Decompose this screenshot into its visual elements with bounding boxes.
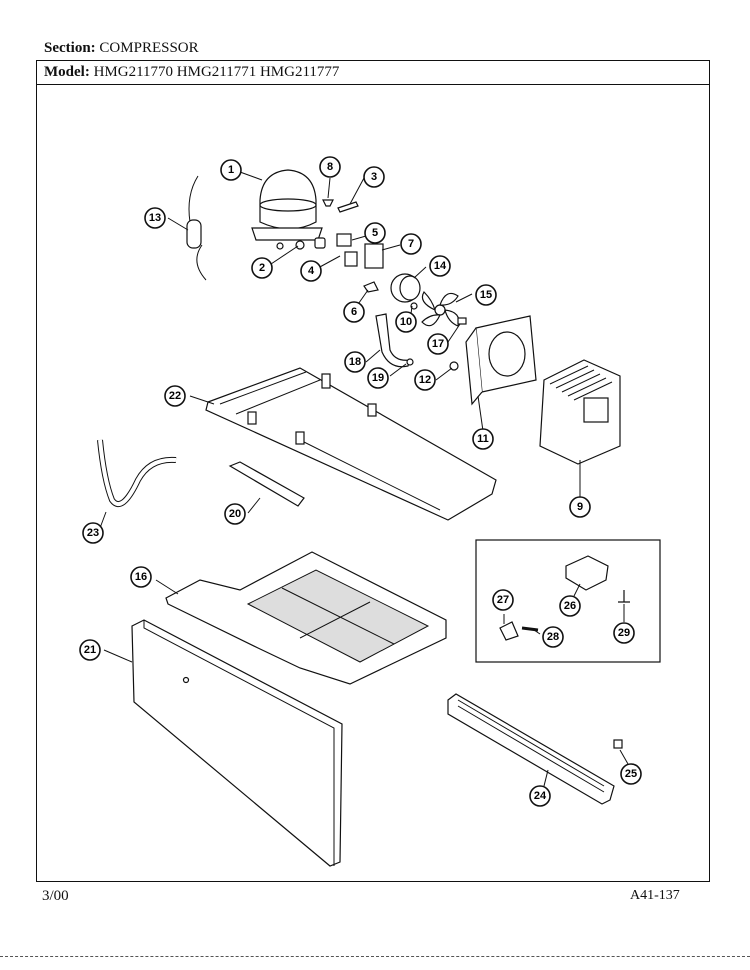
callout-7: 7 xyxy=(400,233,422,255)
svg-text:7: 7 xyxy=(408,238,414,250)
grommet-drawing xyxy=(314,237,326,249)
svg-text:14: 14 xyxy=(434,260,447,272)
callout-24: 24 xyxy=(529,785,551,807)
svg-text:26: 26 xyxy=(564,600,576,612)
callout-21: 21 xyxy=(79,639,101,661)
svg-text:19: 19 xyxy=(372,372,384,384)
svg-text:11: 11 xyxy=(477,433,489,445)
callout-16: 16 xyxy=(130,566,152,588)
svg-text:1: 1 xyxy=(228,164,234,176)
condenser-drawing xyxy=(539,359,621,465)
svg-text:29: 29 xyxy=(618,627,630,639)
inset-box xyxy=(475,539,661,663)
callout-14: 14 xyxy=(429,255,451,277)
defrost-timer-drawing xyxy=(565,555,609,591)
svg-text:12: 12 xyxy=(419,374,431,386)
svg-text:17: 17 xyxy=(432,338,444,350)
fan-motor-drawing xyxy=(390,273,421,303)
callout-11: 11 xyxy=(472,428,494,450)
compressor-drawing xyxy=(251,169,323,250)
cord-bushing-drawing xyxy=(499,621,519,641)
svg-text:16: 16 xyxy=(135,571,147,583)
callout-22: 22 xyxy=(164,385,186,407)
svg-text:10: 10 xyxy=(400,316,412,328)
svg-text:21: 21 xyxy=(84,644,96,656)
clip-drawing xyxy=(337,201,359,213)
bracket-drawing xyxy=(363,281,379,293)
callout-17: 17 xyxy=(427,333,449,355)
svg-text:9: 9 xyxy=(577,501,583,513)
callout-23: 23 xyxy=(82,522,104,544)
toe-grille-drawing xyxy=(131,619,343,867)
callout-26: 26 xyxy=(559,595,581,617)
fan-blade-drawing xyxy=(421,291,460,327)
svg-text:20: 20 xyxy=(229,508,241,520)
clamp-drawing xyxy=(457,317,467,325)
channel-drawing xyxy=(228,461,305,507)
svg-text:4: 4 xyxy=(308,265,315,277)
callout-9: 9 xyxy=(569,496,591,518)
svg-text:25: 25 xyxy=(625,768,637,780)
grille-clip-drawing xyxy=(613,739,623,749)
base-plate-drawing xyxy=(205,367,497,521)
vent-grille-drawing xyxy=(447,693,615,805)
bottom-rule xyxy=(0,956,750,957)
callout-2: 2 xyxy=(251,257,273,279)
svg-text:24: 24 xyxy=(534,790,547,802)
svg-text:27: 27 xyxy=(497,594,509,606)
svg-text:28: 28 xyxy=(547,631,559,643)
terminal-cover-drawing xyxy=(344,251,358,267)
svg-text:5: 5 xyxy=(372,227,378,239)
model-value: HMG211770 HMG211771 HMG211777 xyxy=(93,64,340,80)
section-heading: Section: COMPRESSOR xyxy=(44,40,199,57)
callout-18: 18 xyxy=(344,351,366,373)
overload-drawing xyxy=(336,233,352,247)
svg-text:18: 18 xyxy=(349,356,361,368)
callout-28: 28 xyxy=(542,626,564,648)
leveling-screw-drawing xyxy=(618,590,630,603)
leader-lines xyxy=(99,171,629,787)
svg-text:22: 22 xyxy=(169,390,181,402)
callout-20: 20 xyxy=(224,503,246,525)
callout-3: 3 xyxy=(363,166,385,188)
callout-5: 5 xyxy=(364,222,386,244)
callout-4: 4 xyxy=(300,260,322,282)
screw-drawing-2 xyxy=(521,626,539,632)
page-code: A41-137 xyxy=(630,888,680,903)
svg-text:6: 6 xyxy=(351,306,357,318)
callout-8: 8 xyxy=(319,156,341,178)
svg-text:13: 13 xyxy=(149,212,161,224)
callout-27: 27 xyxy=(492,589,514,611)
callout-12: 12 xyxy=(414,369,436,391)
callout-1: 1 xyxy=(220,159,242,181)
callout-29: 29 xyxy=(613,622,635,644)
svg-text:3: 3 xyxy=(371,171,377,183)
section-value: COMPRESSOR xyxy=(99,40,199,56)
model-heading: Model: HMG211770 HMG211771 HMG211777 xyxy=(44,64,339,81)
svg-text:15: 15 xyxy=(480,289,492,301)
model-label: Model: xyxy=(44,64,90,80)
section-label: Section: xyxy=(44,40,96,56)
screw-drawing xyxy=(406,358,414,366)
callout-25: 25 xyxy=(620,763,642,785)
nut-drawing xyxy=(410,302,418,310)
svg-text:8: 8 xyxy=(327,161,333,173)
callout-13: 13 xyxy=(144,207,166,229)
callout-6: 6 xyxy=(343,301,365,323)
fan-shroud-drawing xyxy=(465,315,537,406)
callout-15: 15 xyxy=(475,284,497,306)
stud-drawing xyxy=(322,199,334,207)
model-divider xyxy=(36,84,710,85)
relay-drawing xyxy=(364,243,384,269)
svg-text:2: 2 xyxy=(259,262,265,274)
revision-date: 3/00 xyxy=(42,888,69,904)
callout-19: 19 xyxy=(367,367,389,389)
callout-10: 10 xyxy=(395,311,417,333)
diagram-frame xyxy=(36,60,710,882)
drier-drawing xyxy=(186,175,207,281)
svg-text:23: 23 xyxy=(87,527,99,539)
drain-pan-drawing xyxy=(165,551,447,685)
